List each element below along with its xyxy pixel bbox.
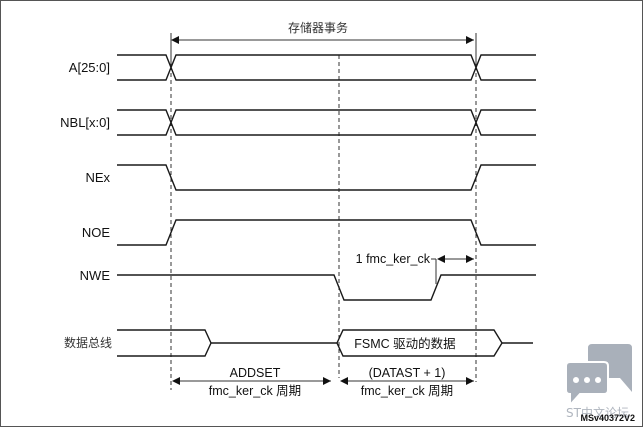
one-clock-arrow-left-head: [437, 255, 445, 263]
nbl-bus-bottom: [117, 109, 536, 136]
address-bus-bottom: [117, 54, 536, 81]
signal-label-nbl: NBL[x:0]: [60, 115, 110, 130]
addset-unit: fmc_ker_ck 周期: [209, 384, 301, 398]
nex-waveform: [117, 164, 536, 191]
signal-label-nex: NEx: [85, 170, 110, 185]
data-bus-label: FSMC 驱动的数据: [354, 336, 455, 351]
figure-reference: MSv40372V2: [580, 413, 635, 423]
noe-waveform: [117, 219, 536, 246]
addset-label: ADDSET: [230, 366, 281, 380]
datast-arrow-left-head: [340, 377, 348, 385]
address-bus-top: [117, 54, 536, 81]
nbl-bus-top: [117, 109, 536, 136]
addset-arrow-left-head: [172, 377, 180, 385]
memory-transaction-title: 存储器事务: [288, 20, 348, 35]
signal-label-noe: NOE: [82, 225, 111, 240]
data-bus-idle-left: [117, 329, 212, 357]
nwe-waveform: [117, 274, 536, 301]
transaction-arrow-left-head: [171, 36, 179, 44]
chat-bubble-icon: [565, 344, 632, 408]
signal-label-nwe: NWE: [80, 268, 111, 283]
datast-label: (DATAST + 1): [369, 366, 446, 380]
signal-label-address: A[25:0]: [69, 60, 110, 75]
signal-label-data-bus: 数据总线: [64, 335, 112, 350]
one-clock-label: 1 fmc_ker_ck: [356, 252, 431, 266]
watermark-text: ST中文论坛: [566, 405, 629, 420]
datast-unit: fmc_ker_ck 周期: [361, 384, 453, 398]
